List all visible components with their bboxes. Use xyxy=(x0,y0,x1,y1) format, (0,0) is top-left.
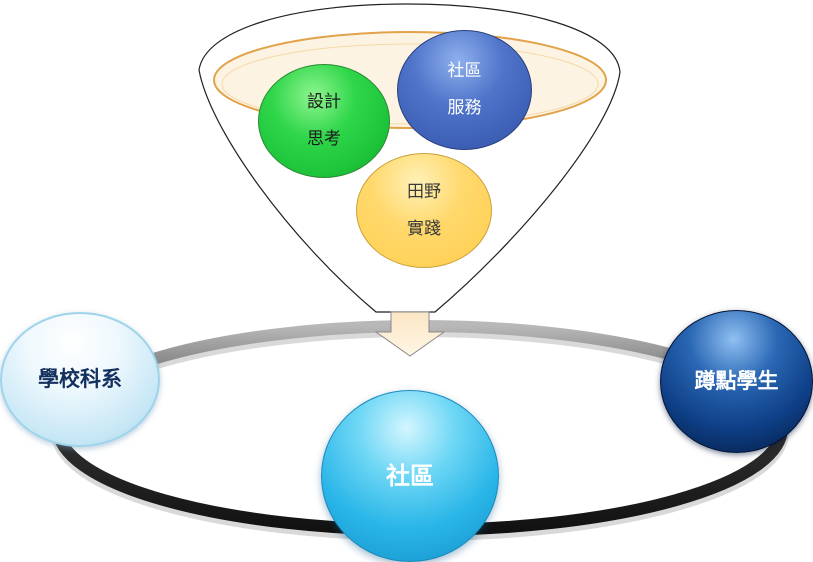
school-department-label: 學校科系 xyxy=(38,367,122,391)
design-thinking-label-2: 思考 xyxy=(307,129,341,149)
community-service-circle: 社區 服務 xyxy=(397,30,532,150)
community-service-label-1: 社區 xyxy=(447,61,482,81)
field-practice-circle: 田野 實踐 xyxy=(356,153,492,268)
field-practice-label-2: 實踐 xyxy=(407,218,441,239)
down-arrow-icon xyxy=(374,311,446,357)
design-thinking-label-1: 設計 xyxy=(307,92,341,112)
community-label: 社區 xyxy=(386,462,434,490)
field-student-circle: 蹲點學生 xyxy=(660,310,813,453)
school-department-circle: 學校科系 xyxy=(0,312,160,447)
design-thinking-circle: 設計 思考 xyxy=(258,64,390,178)
community-circle: 社區 xyxy=(321,390,499,562)
field-practice-label-1: 田野 xyxy=(407,181,441,202)
community-service-label-2: 服務 xyxy=(447,98,482,118)
field-student-label: 蹲點學生 xyxy=(694,369,779,393)
